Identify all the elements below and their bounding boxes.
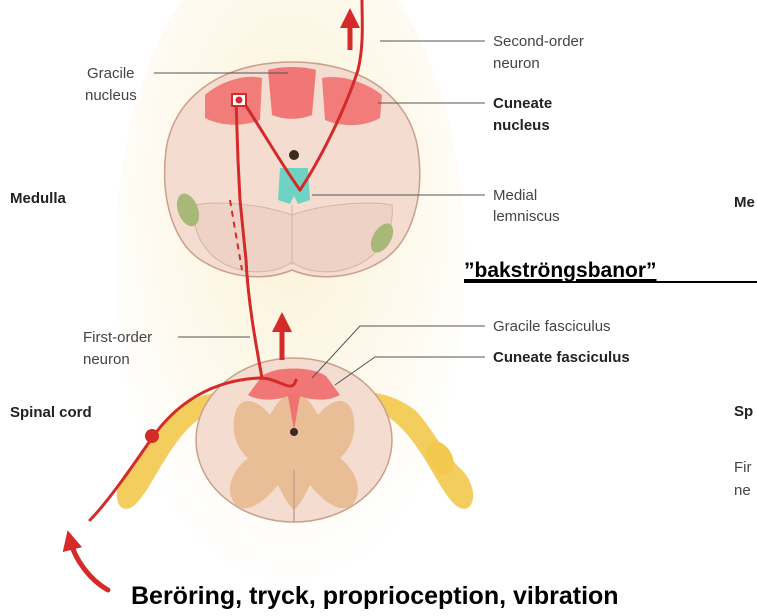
gracile-nucleus-shape — [268, 67, 316, 119]
label-gracile-nucleus-2: nucleus — [85, 87, 137, 104]
spinal-central-canal — [290, 428, 298, 436]
cutoff-first-right-1: Fir — [734, 459, 752, 476]
cutoff-spinal-right: Sp — [734, 403, 753, 420]
first-order-cell-body — [145, 429, 159, 443]
label-medial-lemniscus-1: Medial — [493, 187, 537, 204]
label-medulla: Medulla — [10, 190, 66, 207]
label-cuneate-fasciculus: Cuneate fasciculus — [493, 349, 630, 366]
label-medial-lemniscus-2: lemniscus — [493, 208, 560, 225]
label-first-order-2: neuron — [83, 351, 130, 368]
label-second-order-1: Second-order — [493, 33, 584, 50]
overlay-title: ”bakströngsbanor” — [464, 259, 657, 282]
label-gracile-nucleus-1: Gracile — [87, 65, 135, 82]
label-spinal-cord: Spinal cord — [10, 404, 92, 421]
second-order-cell-body — [236, 97, 243, 104]
label-first-order-1: First-order — [83, 329, 152, 346]
label-gracile-fasciculus: Gracile fasciculus — [493, 318, 611, 335]
cutoff-first-right-2: ne — [734, 482, 751, 499]
label-cuneate-nucleus-1: Cuneate — [493, 95, 552, 112]
sensory-input-arrow — [70, 540, 108, 590]
central-canal — [289, 150, 299, 160]
medulla-section — [165, 62, 420, 277]
label-cuneate-nucleus-2: nucleus — [493, 117, 550, 134]
cutoff-medulla-right: Me — [734, 194, 755, 211]
caption: Beröring, tryck, proprioception, vibrati… — [131, 582, 619, 610]
label-second-order-2: neuron — [493, 55, 540, 72]
